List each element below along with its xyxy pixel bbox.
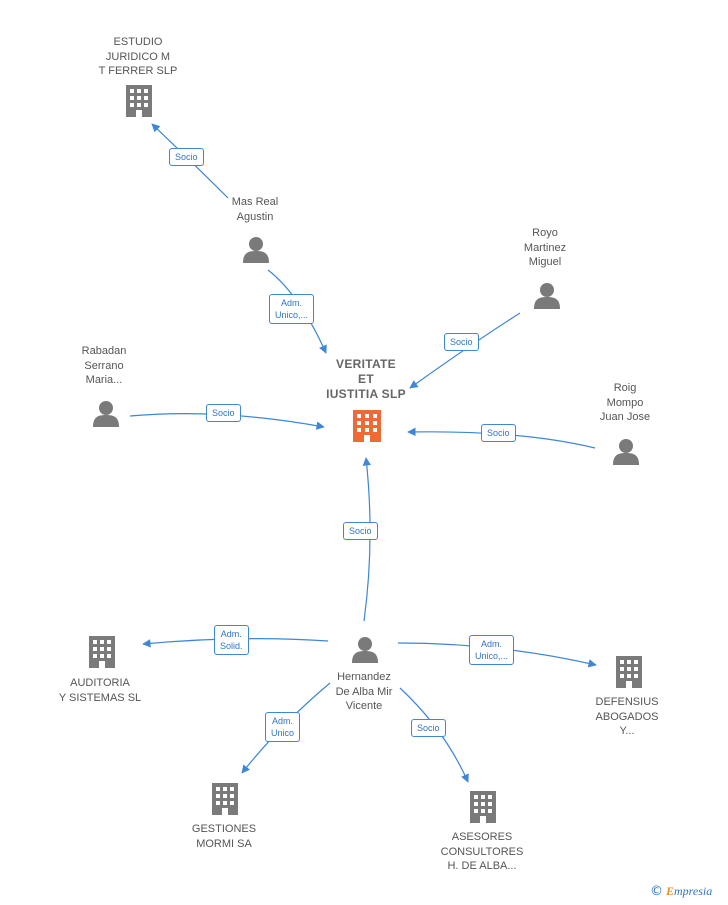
edge-label-adm-unico: Adm. Unico	[265, 712, 301, 742]
node-label-royo[interactable]: Royo Martinez Miguel	[523, 227, 567, 268]
node-label-defensius[interactable]: DEFENSIUS ABOGADOS Y...	[595, 696, 659, 737]
person-icon[interactable]	[613, 439, 639, 465]
person-icon[interactable]	[534, 283, 560, 309]
node-label-gestiones[interactable]: GESTIONES MORMI SA	[191, 823, 257, 850]
brand-name: mpresia	[674, 884, 713, 898]
node-label-rabadan[interactable]: Rabadan Serrano Maria...	[81, 345, 127, 386]
node-label-asesores[interactable]: ASESORES CONSULTORES H. DE ALBA...	[440, 831, 524, 872]
node-label-center[interactable]: VERITATE ET IUSTITIA SLP	[326, 357, 406, 401]
edge-label-socio: Socio	[481, 424, 516, 442]
building-icon[interactable]	[126, 85, 152, 117]
edge-label-socio: Socio	[444, 333, 479, 351]
brand-initial: E	[666, 884, 675, 898]
person-icon[interactable]	[352, 637, 378, 663]
node-label-hernandez[interactable]: Hernandez De Alba Mir Vicente	[335, 671, 393, 712]
building-icon[interactable]	[89, 636, 115, 668]
edge-label-socio: Socio	[343, 522, 378, 540]
copyright-icon: ©	[650, 884, 663, 899]
person-icon[interactable]	[93, 401, 119, 427]
empresia-logo[interactable]: © Empresia	[650, 884, 712, 899]
edge-label-adm-solid: Adm. Solid.	[214, 625, 249, 655]
edge-label-adm-unico: Adm. Unico,...	[469, 635, 515, 665]
building-icon[interactable]	[616, 656, 642, 688]
node-label-estudio[interactable]: ESTUDIO JURIDICO M T FERRER SLP	[98, 36, 178, 77]
edge-label-socio: Socio	[169, 148, 204, 166]
person-icon[interactable]	[243, 237, 269, 263]
edge-label-adm-unico: Adm. Unico,...	[269, 294, 315, 324]
building-icon[interactable]	[470, 791, 496, 823]
edge-label-socio: Socio	[411, 719, 446, 737]
node-label-auditoria[interactable]: AUDITORIA Y SISTEMAS SL	[58, 677, 142, 704]
center-building-icon[interactable]	[353, 410, 381, 442]
node-label-roig[interactable]: Roig Mompo Juan Jose	[599, 382, 651, 423]
edge-label-socio: Socio	[206, 404, 241, 422]
node-label-mas-real[interactable]: Mas Real Agustin	[231, 196, 279, 223]
building-icon[interactable]	[212, 783, 238, 815]
